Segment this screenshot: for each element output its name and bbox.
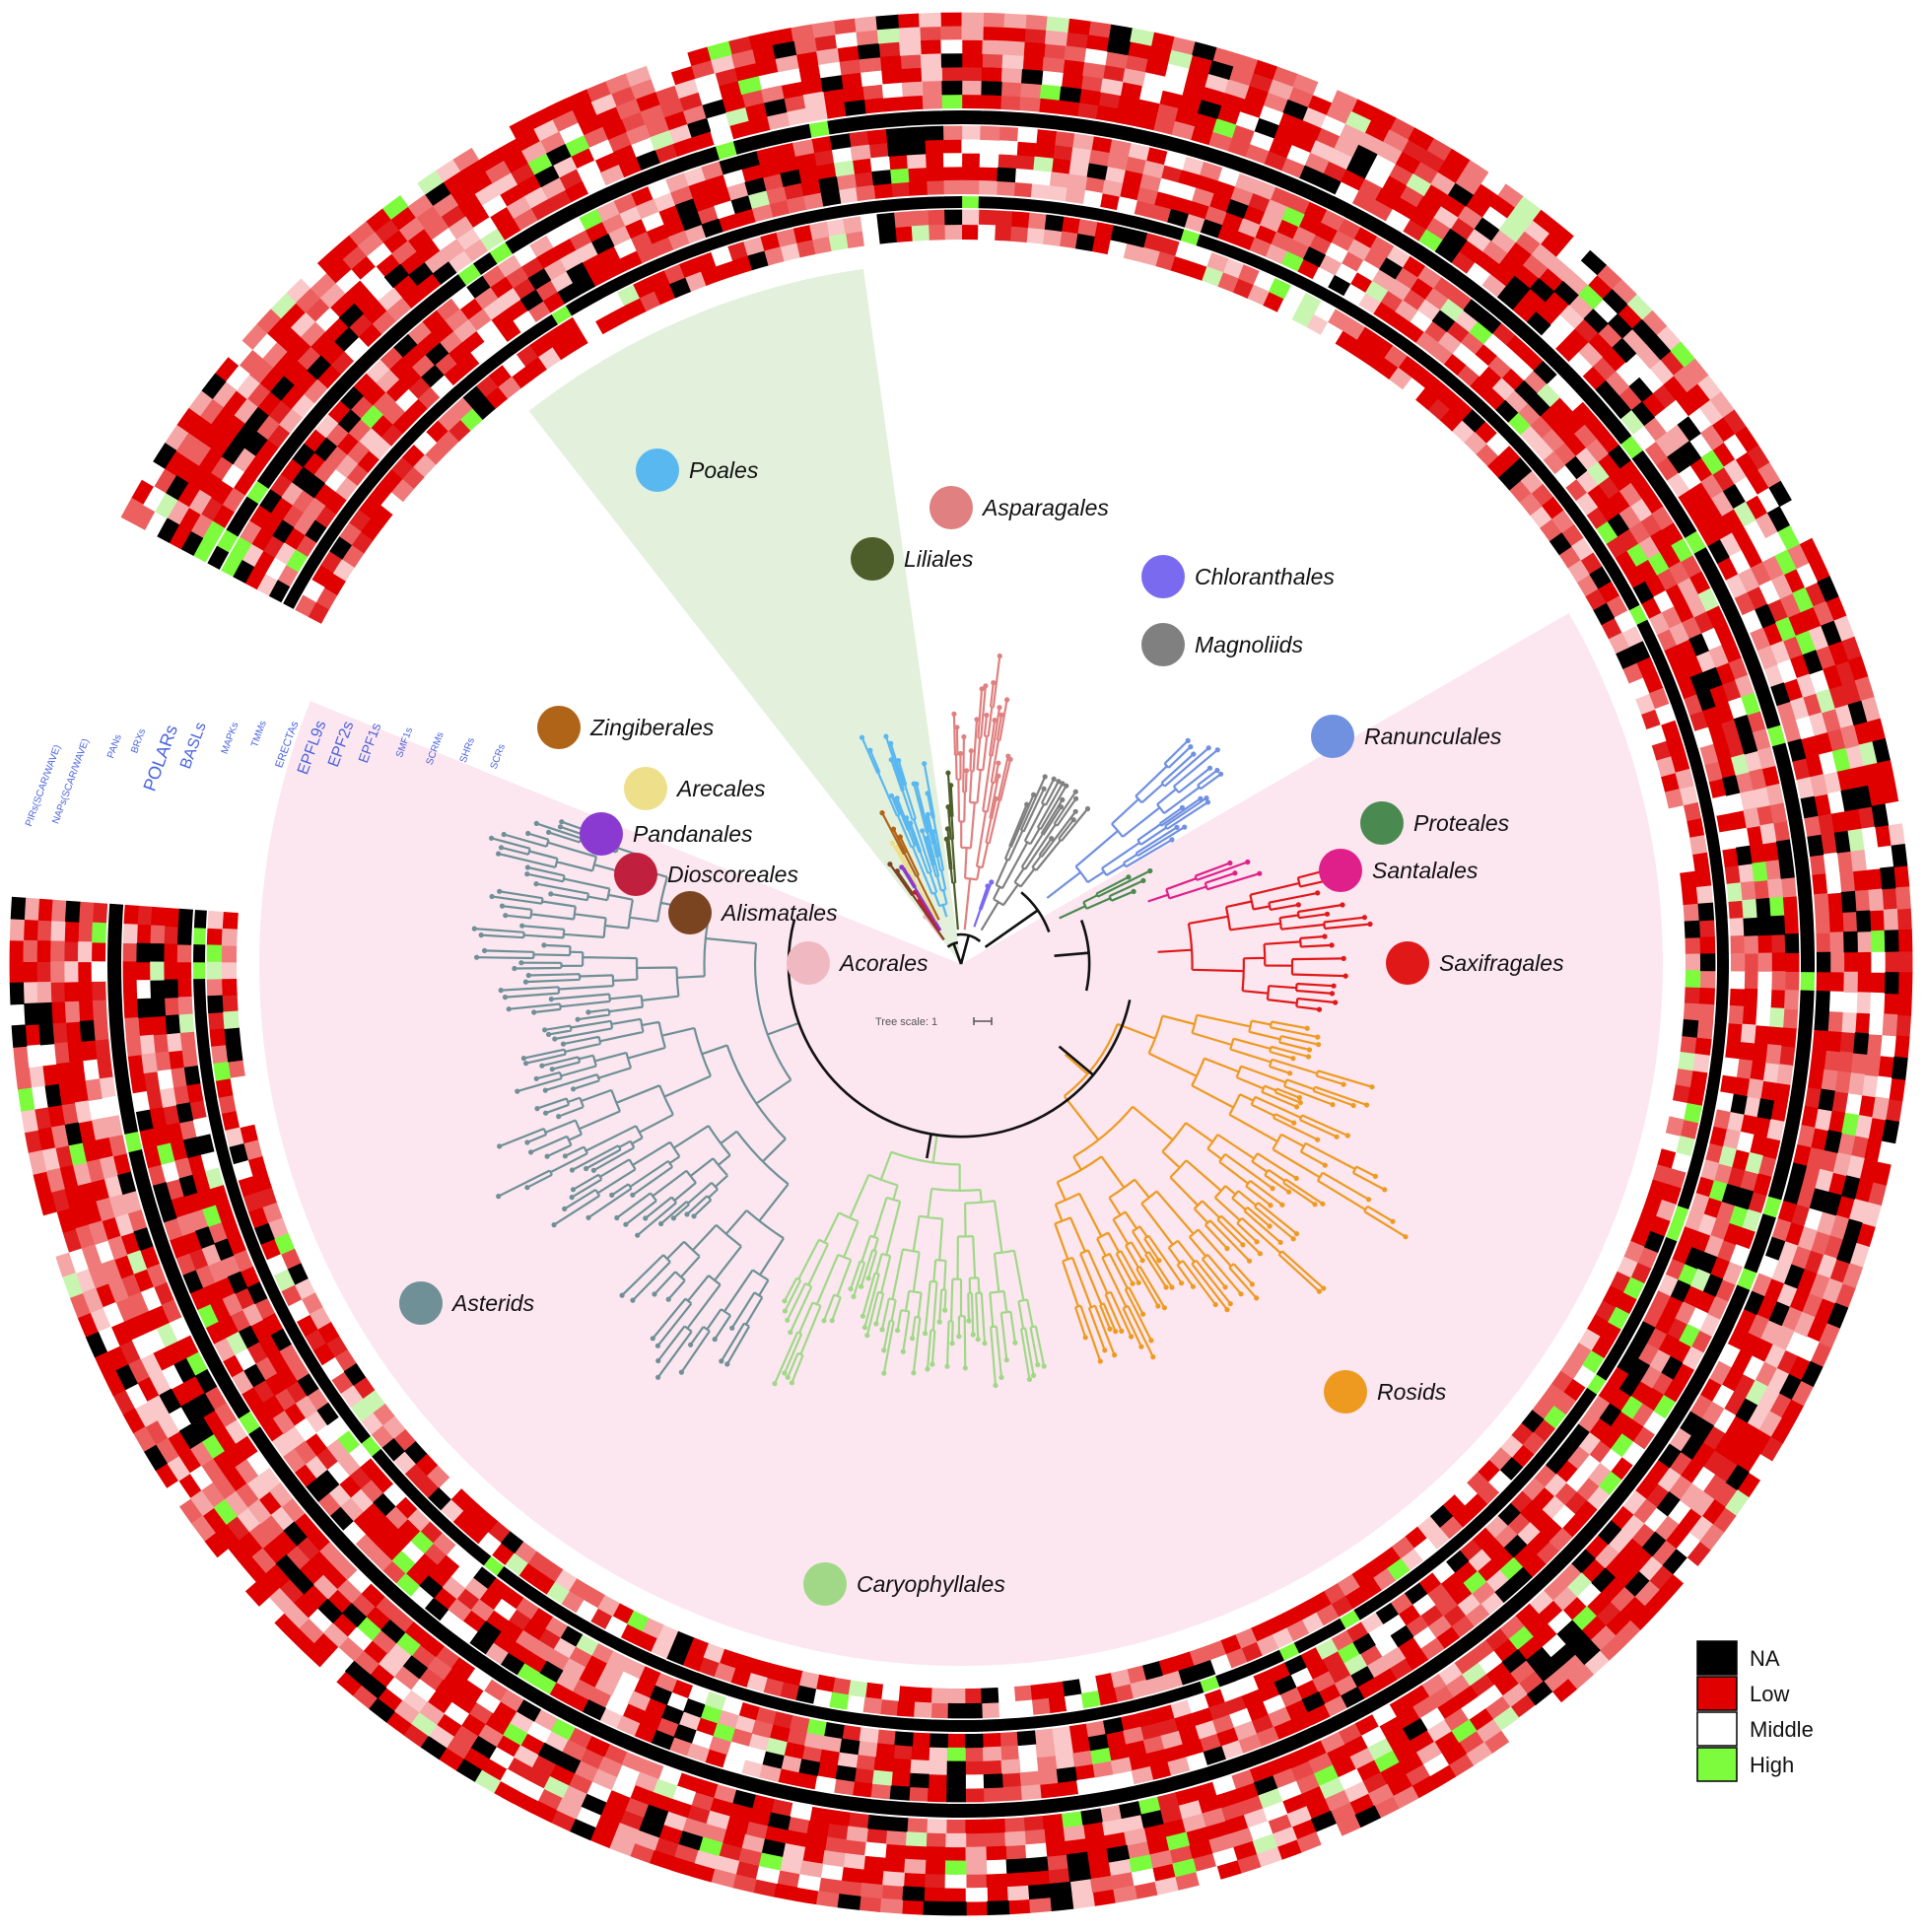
clade-branches-asparagales bbox=[952, 656, 1012, 931]
clade-branches-pandanales bbox=[900, 866, 942, 932]
track-label: BRXs bbox=[129, 727, 148, 755]
clade-branches-proteales bbox=[1059, 869, 1151, 920]
tree-backbone bbox=[787, 891, 1132, 1159]
clade-branches-dioscoreales bbox=[914, 891, 941, 932]
tree-scale-label: Tree scale: 1 bbox=[875, 1016, 937, 1028]
clade-tips-chloranthales bbox=[985, 879, 995, 889]
legend-label: Middle bbox=[1750, 1717, 1814, 1742]
clade-marker bbox=[787, 941, 830, 985]
clade-marker bbox=[614, 853, 657, 896]
legend-swatch bbox=[1696, 1676, 1738, 1711]
legend-swatch bbox=[1696, 1747, 1738, 1782]
track-label: TMMs bbox=[249, 720, 269, 749]
clade-marker bbox=[1360, 801, 1404, 845]
clade-label: Arecales bbox=[675, 776, 766, 801]
clade-branches-chloranthales bbox=[973, 881, 993, 928]
clade-branches-magnoliids bbox=[980, 776, 1089, 932]
clade-marker bbox=[929, 486, 973, 529]
legend-label: NA bbox=[1750, 1646, 1780, 1671]
clade-marker bbox=[1319, 849, 1362, 892]
clade-tips-asparagales bbox=[951, 653, 1013, 801]
phylogenetic-tree bbox=[471, 653, 1409, 1389]
clade-label: Magnoliids bbox=[1195, 632, 1303, 657]
clade-label: Liliales bbox=[904, 546, 974, 572]
clade-label: Rosids bbox=[1377, 1379, 1447, 1405]
clade-label: Santalales bbox=[1372, 858, 1479, 883]
tree-scale: Tree scale: 1 bbox=[875, 1016, 993, 1028]
legend-swatch bbox=[1696, 1640, 1738, 1676]
eudicot-wedge bbox=[258, 613, 1663, 1666]
track-label: BASLs bbox=[177, 721, 210, 772]
clade-tips-arecales bbox=[889, 840, 900, 850]
clade-tips-pandanales bbox=[899, 864, 909, 872]
track-label: SHRs bbox=[458, 736, 477, 764]
clade-label: Zingiberales bbox=[589, 715, 715, 740]
clade-tips-santalales bbox=[1227, 859, 1263, 876]
clade-label: Acorales bbox=[838, 950, 929, 976]
clade-label: Ranunculales bbox=[1364, 724, 1502, 749]
clade-marker bbox=[580, 812, 623, 856]
clade-marker bbox=[636, 448, 679, 492]
clade-labels: PoalesAsparagalesLilialesChloranthalesMa… bbox=[399, 448, 1564, 1606]
clade-tips-magnoliids bbox=[1024, 774, 1091, 842]
clade-marker bbox=[1141, 623, 1185, 666]
clade-marker bbox=[1324, 1370, 1367, 1414]
track-label: PANs bbox=[105, 733, 124, 760]
clade-label: Chloranthales bbox=[1195, 564, 1335, 589]
clade-branches-caryophyllales bbox=[773, 1135, 1046, 1386]
clade-tips-rosids bbox=[1082, 1025, 1409, 1364]
clade-tips-proteales bbox=[1126, 867, 1153, 895]
clade-tips-zingiberales bbox=[879, 809, 903, 840]
clade-tips-ranunculales bbox=[1169, 737, 1224, 843]
track-label: MAPKs bbox=[220, 721, 241, 755]
clade-marker bbox=[803, 1562, 847, 1606]
clade-label: Asterids bbox=[450, 1290, 535, 1316]
clade-label: Dioscoreales bbox=[667, 862, 798, 887]
tree-scale-bar bbox=[973, 1017, 993, 1025]
clade-label: Caryophyllales bbox=[857, 1571, 1005, 1597]
clade-branches-acorales bbox=[925, 916, 944, 941]
legend-label: Low bbox=[1750, 1682, 1789, 1706]
clade-marker bbox=[668, 891, 712, 934]
legend-swatch bbox=[1696, 1711, 1738, 1747]
clade-branches-ranunculales bbox=[1046, 739, 1222, 899]
clade-branches-rosids bbox=[1054, 1013, 1407, 1362]
clade-branches-poales bbox=[860, 735, 948, 918]
monocot-wedge bbox=[528, 268, 961, 964]
clade-label: Pandanales bbox=[633, 821, 753, 847]
clade-label: Poales bbox=[689, 457, 759, 483]
clade-wedges bbox=[258, 268, 1663, 1666]
clade-branches-zingiberales bbox=[881, 812, 940, 921]
clade-marker bbox=[537, 706, 581, 749]
clade-marker bbox=[851, 537, 894, 581]
legend-label: High bbox=[1750, 1753, 1794, 1777]
clade-branches-liliales bbox=[945, 773, 959, 931]
clade-branches-arecales bbox=[891, 842, 938, 922]
clade-label: Proteales bbox=[1413, 810, 1510, 836]
clade-label: Asparagales bbox=[981, 495, 1109, 520]
clade-branches-santalales bbox=[1147, 861, 1261, 903]
clade-marker bbox=[1386, 941, 1429, 985]
clade-marker bbox=[624, 767, 667, 810]
clade-tips-liliales bbox=[943, 770, 954, 842]
clade-marker bbox=[1311, 715, 1354, 758]
clade-label: Saxifragales bbox=[1439, 950, 1564, 976]
clade-branches-saxifragales bbox=[1157, 862, 1371, 1011]
clade-marker bbox=[1141, 555, 1185, 598]
track-label: SCRs bbox=[489, 743, 508, 771]
clade-label: Alismatales bbox=[720, 900, 838, 926]
clade-tips-dioscoreales bbox=[912, 889, 923, 904]
clade-tips-alismatales bbox=[887, 862, 900, 874]
clade-branches-asterids bbox=[474, 820, 799, 1378]
clade-marker bbox=[399, 1281, 443, 1325]
clade-branches-alismatales bbox=[889, 863, 945, 941]
